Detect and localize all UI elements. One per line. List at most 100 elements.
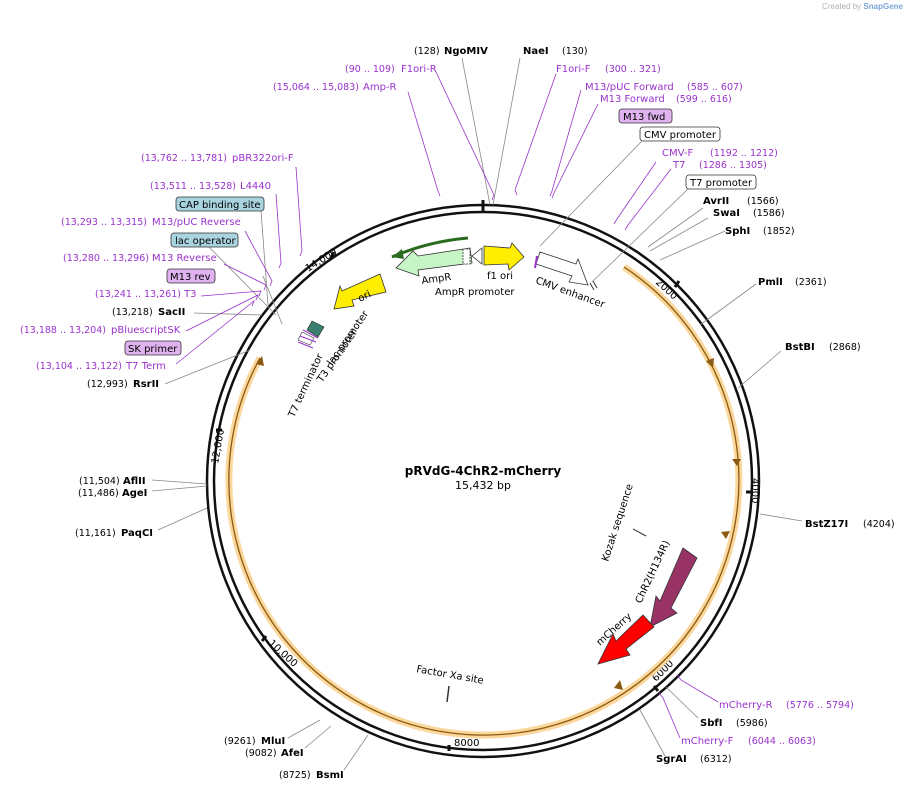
primer-t7-term[interactable]: (13,104 .. 13,122)T7 Term: [36, 361, 166, 372]
svg-text:M13 Forward: M13 Forward: [600, 94, 665, 105]
box-sk-primer[interactable]: SK primer: [124, 340, 182, 356]
site-bstz17i[interactable]: BstZ17I(4204): [805, 519, 895, 530]
ampr-promoter-mark: [462, 248, 471, 265]
svg-text:(9082): (9082): [245, 748, 277, 759]
svg-text:PaqCI: PaqCI: [121, 528, 153, 539]
svg-text:(13,511 .. 13,528): (13,511 .. 13,528): [150, 181, 236, 192]
snapgene-credit: Created by SnapGene: [822, 2, 903, 11]
svg-text:SgrAI: SgrAI: [656, 754, 687, 765]
box-cmv-promoter[interactable]: CMV promoter: [639, 126, 721, 142]
site-bstbi[interactable]: BstBI(2868): [785, 342, 861, 353]
box-m13-fwd[interactable]: M13 fwd: [618, 108, 673, 124]
site-aflii[interactable]: (11,504)AflII: [79, 476, 146, 487]
svg-text:(13,762 .. 13,781): (13,762 .. 13,781): [141, 153, 227, 164]
site-ngomiv[interactable]: (128) NgoMIV: [414, 46, 488, 57]
credit-text: Created by: [822, 2, 862, 11]
svg-text:Amp-R: Amp-R: [363, 82, 397, 93]
primer-m13-forward[interactable]: M13 Forward (599 .. 616): [600, 94, 732, 105]
primer-m13puc-reverse[interactable]: (13,293 .. 13,315)M13/pUC Reverse: [61, 217, 241, 228]
svg-text:(12,993): (12,993): [87, 379, 128, 390]
svg-text:(1286 .. 1305): (1286 .. 1305): [699, 160, 767, 171]
primer-pbluescriptsk[interactable]: (13,188 .. 13,204)pBluescriptSK: [20, 325, 181, 336]
svg-text:T7: T7: [672, 160, 685, 171]
primer-pbr322ori-f[interactable]: (13,762 .. 13,781) pBR322ori-F: [141, 153, 294, 164]
svg-text:(1586): (1586): [753, 208, 785, 219]
primer-m13puc-forward[interactable]: M13/pUC Forward(585 .. 607): [585, 82, 743, 93]
tick-label: 8000: [454, 738, 479, 749]
box-m13-rev[interactable]: M13 rev: [166, 268, 216, 284]
svg-text:(11,504): (11,504): [79, 476, 120, 487]
label-ampr-promoter: AmpR promoter: [435, 287, 515, 298]
t7-mark-2: [592, 280, 598, 289]
svg-text:(8725): (8725): [279, 770, 311, 781]
site-swai[interactable]: SwaI (1586): [713, 208, 785, 219]
primer-t3[interactable]: (13,241 .. 13,261)T3: [95, 289, 196, 300]
label-t7-terminator: T7 terminator: [286, 351, 326, 420]
site-afei[interactable]: (9082) AfeI: [245, 748, 304, 759]
svg-text:(9261): (9261): [224, 736, 256, 747]
primer-l4440[interactable]: (13,511 .. 13,528)L4440: [150, 181, 271, 192]
svg-text:AfeI: AfeI: [281, 748, 304, 759]
primer-t7[interactable]: T7 (1286 .. 1305): [672, 160, 767, 171]
site-pmli[interactable]: PmlI(2361): [758, 277, 827, 288]
site-avrii[interactable]: AvrII(1566): [703, 196, 779, 207]
svg-text:AgeI: AgeI: [122, 488, 147, 499]
primer-mcherry-r[interactable]: mCherry-R (5776 .. 5794): [719, 700, 854, 711]
cmv-enhancer-arrow: [535, 251, 589, 286]
svg-text:SK primer: SK primer: [128, 344, 178, 355]
svg-text:CAP binding site: CAP binding site: [179, 200, 261, 211]
site-sbfi[interactable]: SbfI(5986): [700, 718, 768, 729]
svg-text:(130): (130): [562, 46, 588, 57]
svg-text:(585 .. 607): (585 .. 607): [687, 82, 743, 93]
svg-text:M13/pUC Reverse: M13/pUC Reverse: [152, 217, 241, 228]
svg-text:(128): (128): [414, 46, 440, 57]
svg-text:(11,161): (11,161): [75, 528, 116, 539]
svg-text:CMV promoter: CMV promoter: [644, 130, 717, 141]
svg-text:AflII: AflII: [123, 476, 146, 487]
label-ori: ori: [356, 289, 373, 305]
site-naei[interactable]: NaeI(130): [523, 46, 588, 57]
ampr-outline-head: [392, 249, 404, 259]
box-lac-operator[interactable]: lac operator: [170, 232, 239, 248]
svg-text:SwaI: SwaI: [713, 208, 740, 219]
svg-text:(15,064 .. 15,083): (15,064 .. 15,083): [273, 82, 359, 93]
site-mlui[interactable]: (9261)MluI: [224, 736, 285, 747]
site-sphi[interactable]: SphI(1852): [725, 226, 795, 237]
svg-text:M13 rev: M13 rev: [170, 272, 211, 283]
box-cap-binding-site[interactable]: CAP binding site: [175, 196, 265, 212]
svg-text:(13,188 .. 13,204): (13,188 .. 13,204): [20, 325, 106, 336]
primer-leaders: [175, 71, 719, 739]
svg-text:mCherry-R: mCherry-R: [719, 700, 773, 711]
svg-text:(1192 .. 1212): (1192 .. 1212): [710, 148, 778, 159]
t7-mark: [589, 282, 595, 291]
svg-text:SacII: SacII: [158, 307, 185, 318]
svg-text:BsmI: BsmI: [316, 770, 344, 781]
tick-label: 14,000: [304, 247, 340, 275]
svg-text:BstBI: BstBI: [785, 342, 815, 353]
svg-text:NgoMIV: NgoMIV: [444, 46, 488, 57]
label-factor-xa: Factor Xa site: [415, 664, 484, 687]
site-sacii[interactable]: (13,218)SacII: [112, 307, 185, 318]
svg-text:(90 .. 109): (90 .. 109): [345, 64, 395, 75]
primer-mcherry-f[interactable]: mCherry-F(6044 .. 6063): [681, 736, 816, 747]
tick-label: 12,000: [210, 428, 227, 464]
svg-text:pBR322ori-F: pBR322ori-F: [232, 153, 294, 164]
primer-f1ori-r[interactable]: (90 .. 109)F1ori-R: [345, 64, 437, 75]
svg-text:(599 .. 616): (599 .. 616): [676, 94, 732, 105]
primer-amp-r[interactable]: (15,064 .. 15,083) Amp-R: [273, 82, 397, 93]
primer-m13-reverse[interactable]: (13,280 .. 13,296)M13 Reverse: [63, 253, 217, 264]
site-bsmi[interactable]: (8725) BsmI: [279, 770, 344, 781]
box-t7-promoter[interactable]: T7 promoter: [685, 174, 757, 190]
cmv-primer-mark: [534, 255, 538, 269]
primer-cmv-f[interactable]: CMV-F(1192 .. 1212): [662, 148, 778, 159]
svg-text:(13,280 .. 13,296): (13,280 .. 13,296): [63, 253, 149, 264]
f1-ori-promoter: [471, 247, 483, 265]
snapgene-logo: SnapGene: [863, 2, 903, 11]
site-rsrii[interactable]: (12,993)RsrII: [87, 379, 159, 390]
site-agei[interactable]: (11,486)AgeI: [78, 488, 147, 499]
primer-f1ori-f[interactable]: F1ori-F(300 .. 321): [556, 64, 661, 75]
primer-labels: (90 .. 109)F1ori-R (15,064 .. 15,083) Amp…: [20, 64, 854, 747]
site-paqci[interactable]: (11,161) PaqCI: [75, 528, 153, 539]
svg-text:(5776 .. 5794): (5776 .. 5794): [786, 700, 854, 711]
site-sgrai[interactable]: SgrAI(6312): [656, 754, 732, 765]
